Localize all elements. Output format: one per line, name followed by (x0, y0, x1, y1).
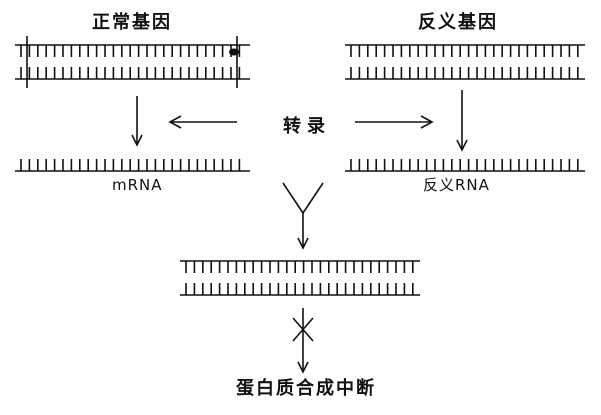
mrna-strand (15, 159, 250, 172)
transcription-label: 转录 (283, 116, 331, 137)
merge-arrow-head (297, 237, 309, 250)
antisense-gene-lower-strand (345, 67, 585, 80)
protein-synthesis-interrupted-label: 蛋白质合成中断 (236, 378, 376, 399)
normal-gene-upper-strand (15, 44, 250, 57)
antisense-rna-strand (345, 159, 585, 172)
right-down-arrow-head (456, 139, 468, 152)
block-cross-b (292, 317, 314, 342)
antisense-gene-label: 反义基因 (418, 12, 498, 33)
duplex-upper-strand (180, 260, 420, 273)
antisense-gene-upper-strand (345, 44, 585, 57)
blocked-arrow-head (297, 361, 309, 374)
transcription-right-arrow-head (420, 115, 434, 129)
mrna-label: mRNA (112, 176, 163, 194)
transcription-left-arrow-head (168, 115, 182, 129)
normal-gene-label: 正常基因 (92, 12, 172, 33)
antisense-rna-label: 反义RNA (423, 176, 490, 194)
left-down-arrow-head (131, 134, 143, 147)
normal-gene-lower-strand (15, 67, 250, 80)
merge-y (282, 182, 324, 215)
duplex-lower-strand (180, 283, 420, 296)
gene-mark (229, 48, 239, 56)
